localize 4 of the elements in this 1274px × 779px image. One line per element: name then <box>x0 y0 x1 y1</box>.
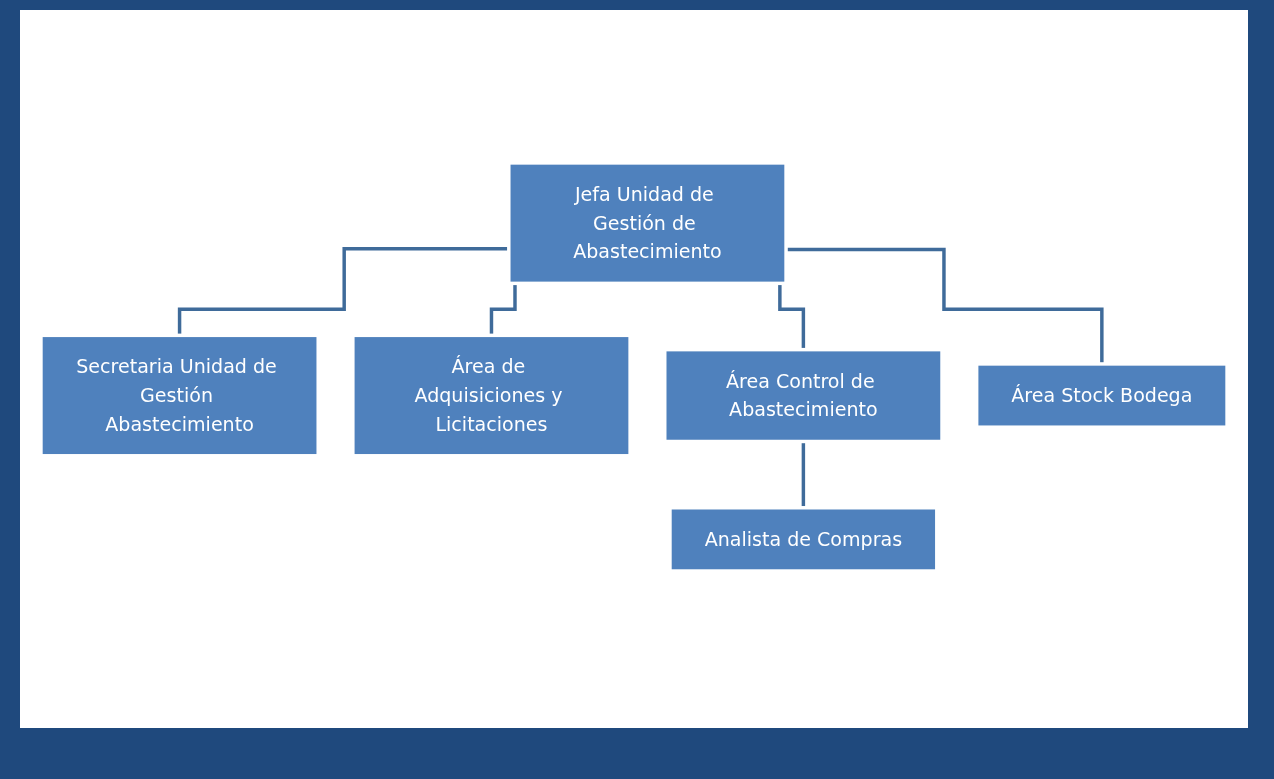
node-box: Analista de Compras <box>668 506 939 573</box>
node-box: Secretaria Unidad de Gestión Abastecimiento <box>39 333 320 458</box>
node-box: Jefa Unidad de Gestión de Abastecimiento <box>507 161 788 286</box>
node-box: Área de Adquisiciones y Licitaciones <box>351 333 632 458</box>
